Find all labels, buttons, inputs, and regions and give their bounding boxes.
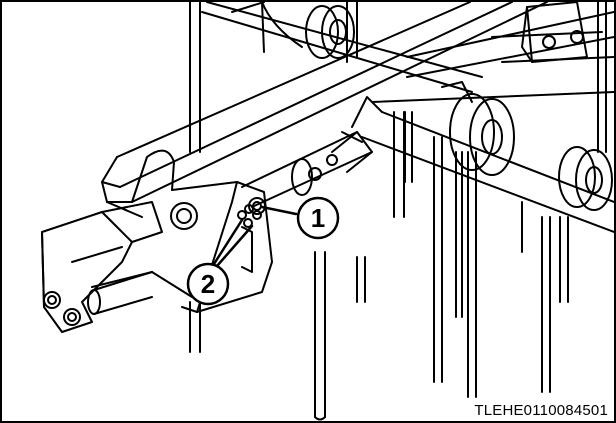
callout-2: 2 xyxy=(186,262,230,306)
vertical-rods-right xyxy=(433,2,607,398)
reference-code: TLEHE0110084501 xyxy=(474,402,608,419)
bracket-bolts xyxy=(43,291,81,326)
bolt xyxy=(248,197,266,215)
leader-lines xyxy=(212,205,298,268)
callout-2-label: 2 xyxy=(201,269,215,299)
upper-shaft xyxy=(201,2,614,93)
callout-1-label: 1 xyxy=(311,203,325,233)
callout-1: 1 xyxy=(296,196,340,240)
end-bracket xyxy=(41,149,193,333)
main-beam xyxy=(101,2,614,218)
lower-shaft xyxy=(361,81,614,233)
upper-bracket xyxy=(521,2,588,63)
vertical-rods-bottom xyxy=(314,111,413,421)
hydraulic-linkage xyxy=(241,96,383,208)
